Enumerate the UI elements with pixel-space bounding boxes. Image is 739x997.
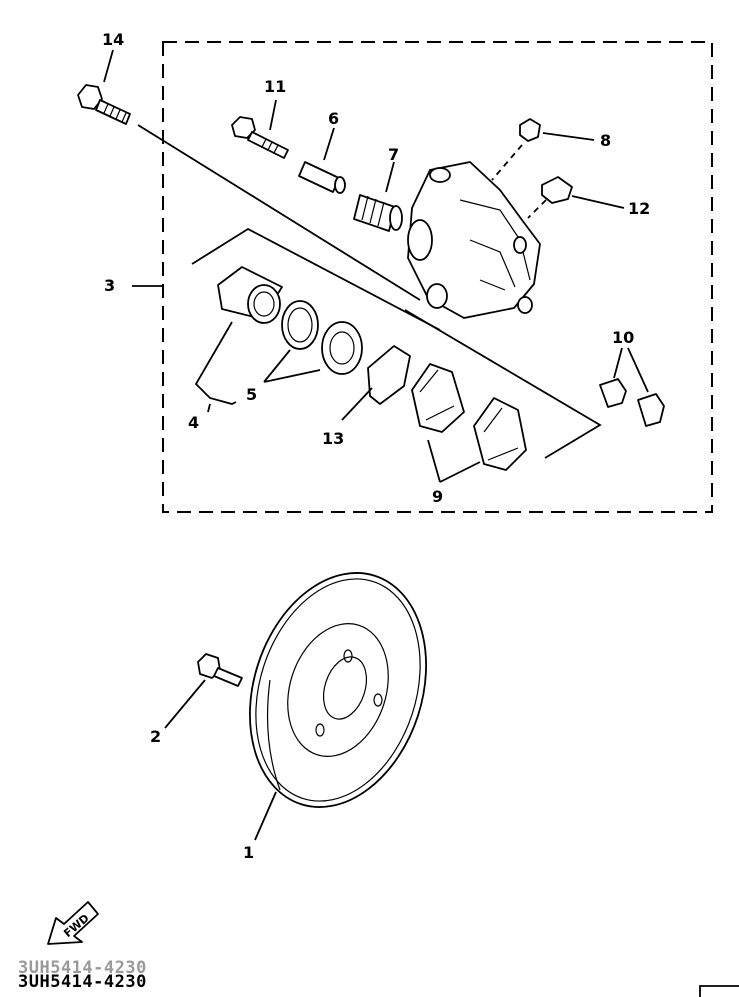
pad-9b bbox=[473, 397, 527, 471]
leader-8 bbox=[542, 132, 595, 141]
leader-8-dash bbox=[491, 144, 523, 181]
sleeve-6 bbox=[298, 161, 340, 193]
leader-2 bbox=[164, 679, 206, 729]
callout-1: 1 bbox=[243, 843, 254, 862]
leader-5 bbox=[263, 349, 321, 383]
assembly-frame bbox=[162, 41, 713, 513]
diagram-code: 3UH5414-4230 bbox=[18, 972, 147, 992]
brake-disc-1 bbox=[249, 572, 427, 808]
leader-13 bbox=[341, 387, 373, 421]
callout-5: 5 bbox=[246, 385, 257, 404]
leader-9 bbox=[427, 439, 481, 483]
callout-7: 7 bbox=[388, 145, 399, 164]
leader-12-dash bbox=[527, 199, 547, 219]
callout-6: 6 bbox=[328, 109, 339, 128]
callout-2: 2 bbox=[150, 727, 161, 746]
leader-14-top bbox=[103, 49, 114, 83]
callout-12: 12 bbox=[628, 199, 650, 218]
bolt-11 bbox=[231, 116, 289, 159]
disc-bolt-2 bbox=[197, 653, 243, 687]
boot-7 bbox=[353, 194, 403, 232]
corner-mark bbox=[699, 985, 739, 997]
leader-14 bbox=[137, 124, 421, 301]
shim-13 bbox=[367, 345, 411, 405]
leader-7 bbox=[385, 161, 395, 193]
leader-10 bbox=[613, 347, 649, 393]
bolt-14 bbox=[77, 84, 131, 125]
leader-4 bbox=[194, 321, 237, 405]
sleeve-6-end bbox=[334, 176, 346, 194]
fwd-arrow-icon: FWD bbox=[47, 901, 99, 945]
callout-9: 9 bbox=[432, 487, 443, 506]
seal-5b bbox=[321, 321, 363, 375]
callout-4: 4 bbox=[188, 413, 199, 432]
leader-6 bbox=[323, 127, 335, 161]
seal-5b-inner bbox=[329, 331, 355, 365]
callout-8: 8 bbox=[600, 131, 611, 150]
cap-12 bbox=[541, 176, 573, 204]
callout-11: 11 bbox=[264, 77, 286, 96]
bleed-screw-8 bbox=[519, 118, 541, 142]
outline-right bbox=[404, 309, 602, 459]
seal-5a-inner bbox=[287, 307, 313, 343]
pad-9a bbox=[411, 363, 465, 433]
callout-3: 3 bbox=[104, 276, 115, 295]
outline-top bbox=[191, 227, 441, 331]
leader-12 bbox=[571, 195, 625, 209]
clips-10 bbox=[599, 378, 665, 427]
callout-13: 13 bbox=[322, 429, 344, 448]
leader-11 bbox=[269, 99, 277, 131]
piston-4 bbox=[217, 266, 283, 324]
ghost-code-text: 3UH5414-4230 bbox=[18, 958, 147, 978]
caliper-body bbox=[407, 161, 541, 319]
callout-10: 10 bbox=[612, 328, 634, 347]
leader-4-tail bbox=[207, 403, 211, 413]
callout-14: 14 bbox=[102, 30, 124, 49]
leader-1 bbox=[254, 791, 277, 841]
